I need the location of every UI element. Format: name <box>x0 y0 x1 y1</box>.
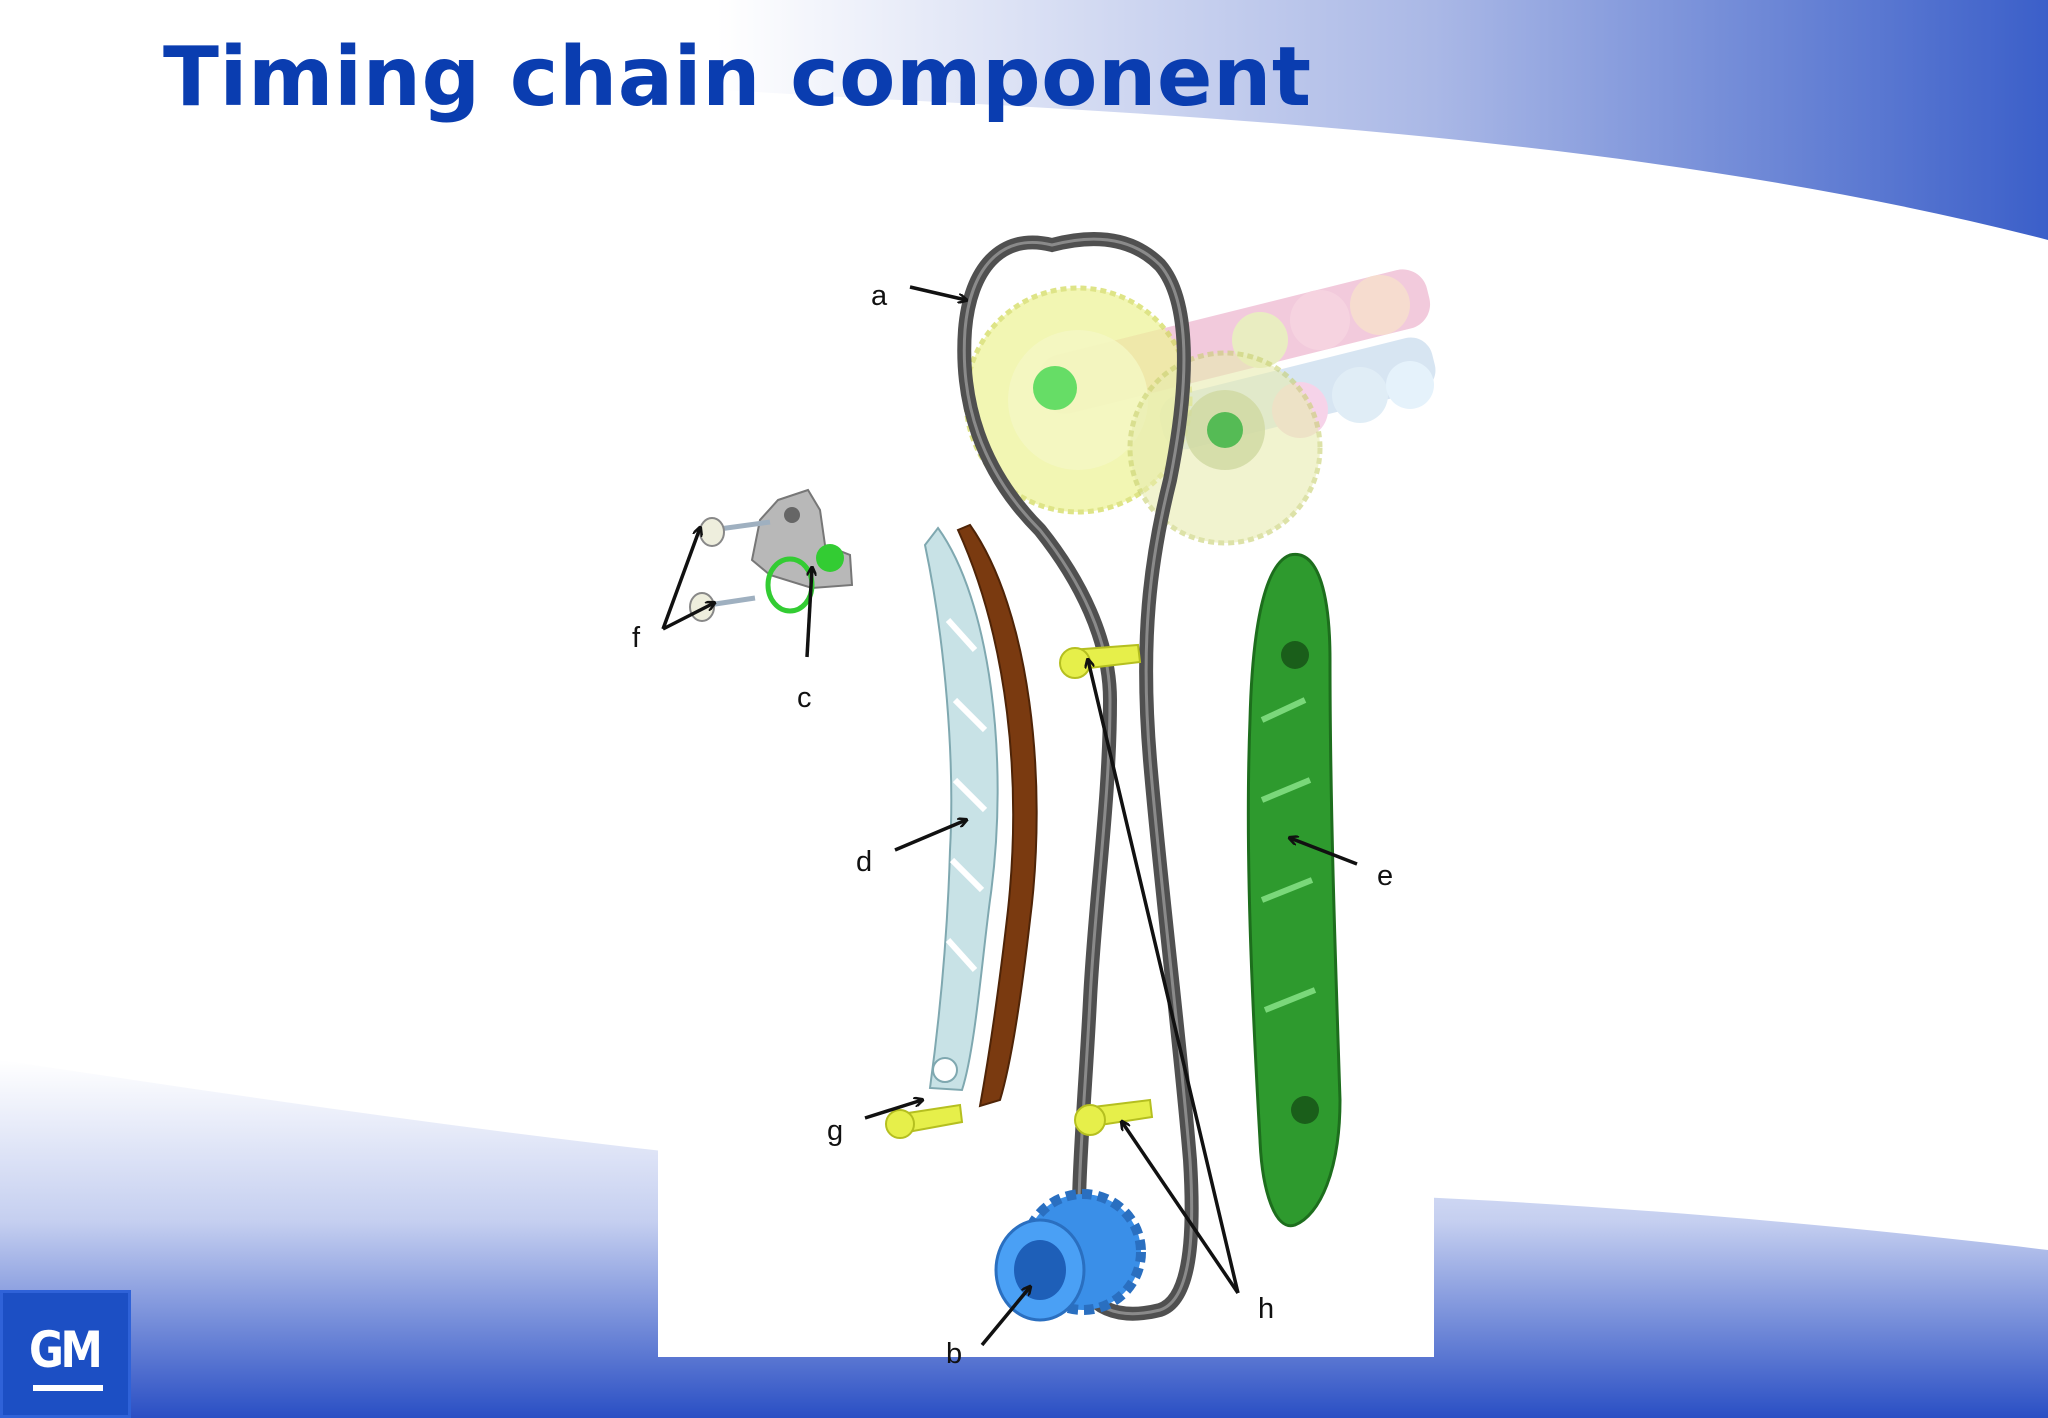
label-a: a <box>871 280 888 312</box>
label-g: g <box>827 1115 843 1147</box>
label-e: e <box>1377 860 1393 892</box>
tensioner-guide <box>923 523 1038 1108</box>
crankshaft-sprocket <box>994 1189 1146 1322</box>
label-c: c <box>797 682 812 714</box>
chain-tensioner <box>750 488 854 614</box>
callout-arrows <box>661 285 1358 1347</box>
guide-bolt-h-lower <box>1074 1098 1154 1136</box>
guide-bolt-g <box>885 1103 964 1139</box>
label-f: f <box>632 622 641 654</box>
label-h: h <box>1258 1293 1274 1325</box>
label-b: b <box>946 1338 962 1370</box>
fixed-guide <box>1246 552 1342 1228</box>
logo-underline <box>33 1385 103 1391</box>
guide-bolt-h-upper <box>1059 643 1142 679</box>
logo-text: GM <box>29 1321 103 1379</box>
gm-logo: GM <box>0 1290 131 1418</box>
label-d: d <box>856 846 872 878</box>
slide-title: Timing chain component <box>163 30 1312 125</box>
